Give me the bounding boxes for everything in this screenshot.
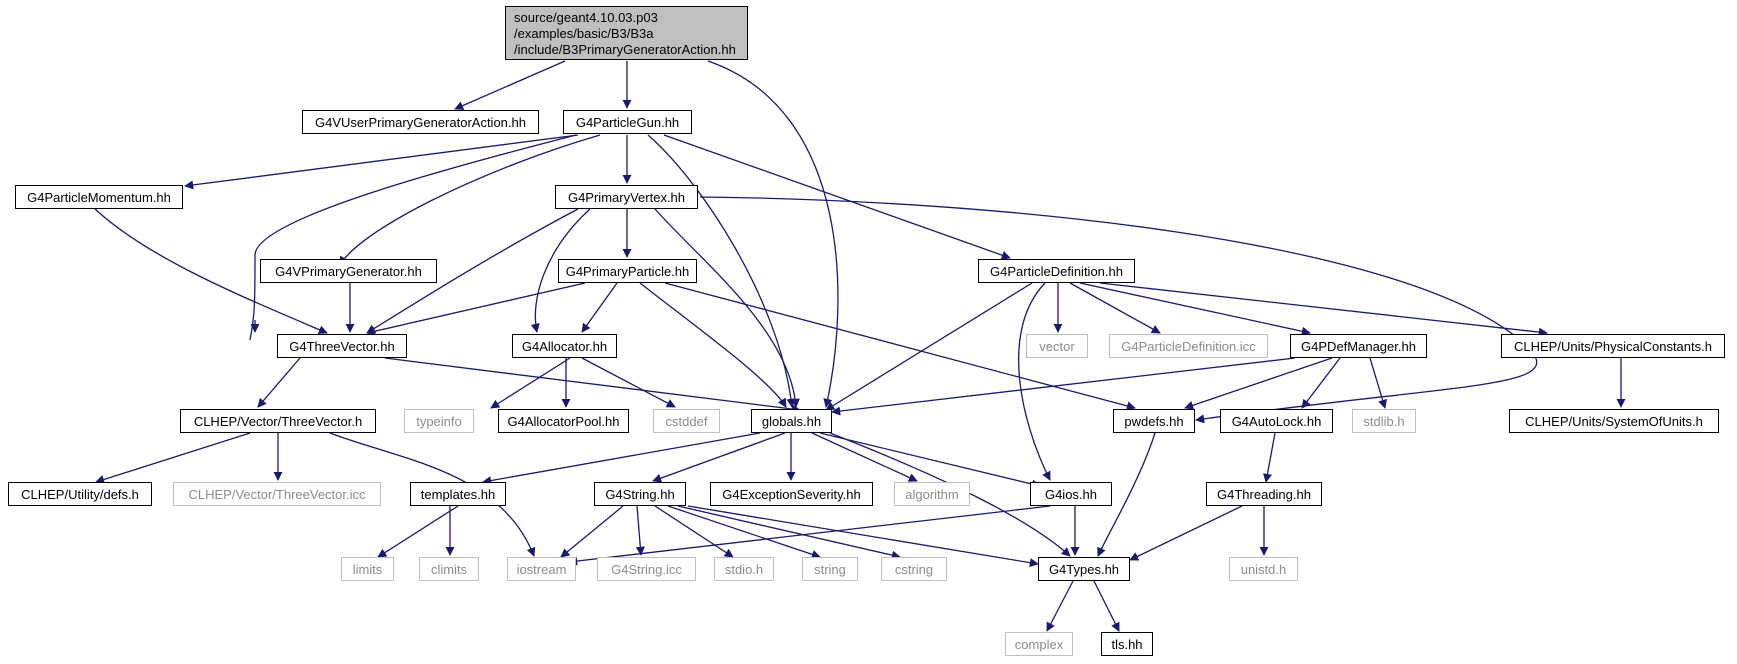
dependency-edge — [184, 134, 579, 190]
dependency-edge — [652, 432, 786, 483]
dependency-edge — [560, 505, 624, 558]
dependency-edge — [366, 282, 586, 336]
root-line-2: /examples/basic/B3/B3a — [514, 26, 654, 41]
node-vector[interactable]: vector — [1026, 334, 1088, 358]
node-particlegun[interactable]: G4ParticleGun.hh — [563, 110, 692, 134]
dependency-edge — [530, 208, 591, 333]
node-pwdefs[interactable]: pwdefs.hh — [1113, 409, 1195, 433]
dependency-edge — [1093, 580, 1120, 632]
node-iostream[interactable]: iostream — [507, 557, 576, 581]
dependency-edge — [377, 505, 459, 558]
dependency-edge — [250, 134, 577, 340]
node-autolock[interactable]: G4AutoLock.hh — [1220, 409, 1333, 433]
dependency-edge — [366, 208, 579, 334]
node-primaryparticle[interactable]: G4PrimaryParticle.hh — [558, 259, 697, 283]
dependency-edge — [454, 60, 566, 110]
dependency-edge — [1301, 357, 1341, 409]
dependency-edge — [1018, 282, 1051, 481]
dependency-edge — [699, 196, 1538, 424]
node-vprimarygenerator[interactable]: G4VPrimaryGenerator.hh — [260, 259, 437, 283]
dependency-edge — [654, 505, 734, 558]
dependency-edge — [581, 357, 676, 408]
node-clhep-threevector[interactable]: CLHEP/Vector/ThreeVector.h — [180, 409, 376, 433]
node-algorithm[interactable]: algorithm — [894, 482, 970, 506]
node-threading[interactable]: G4Threading.hh — [1206, 482, 1322, 506]
node-particledefinition[interactable]: G4ParticleDefinition.hh — [978, 259, 1135, 283]
dependency-edge — [339, 134, 601, 266]
node-stdio[interactable]: stdio.h — [714, 557, 774, 581]
dependency-edge — [329, 432, 536, 557]
dependency-edge — [482, 432, 761, 486]
dependency-edge — [647, 134, 796, 408]
node-vuserprimarygeneratoraction[interactable]: G4VUserPrimaryGeneratorAction.hh — [302, 110, 539, 134]
dependency-edge — [1046, 580, 1074, 632]
dependency-edge — [568, 505, 1051, 566]
dependency-edge — [831, 357, 1296, 416]
dependency-edge — [811, 432, 918, 482]
node-g4types[interactable]: G4Types.hh — [1038, 557, 1130, 581]
dependency-edge — [1099, 282, 1548, 337]
node-allocatorpool[interactable]: G4AllocatorPool.hh — [498, 409, 629, 433]
root-line-1: source/geant4.10.03.p03 — [514, 10, 658, 25]
node-cstring[interactable]: cstring — [881, 557, 947, 581]
graph-edges — [94, 60, 1626, 632]
node-physicalconstants[interactable]: CLHEP/Units/PhysicalConstants.h — [1501, 334, 1725, 358]
node-particledefinition-icc[interactable]: G4ParticleDefinition.icc — [1109, 334, 1268, 358]
dependency-edge — [95, 432, 251, 484]
dependency-edge — [819, 432, 1041, 489]
node-cstddef[interactable]: cstddef — [653, 409, 720, 433]
node-stdlib[interactable]: stdlib.h — [1352, 409, 1416, 433]
dependency-edge — [677, 505, 901, 560]
node-primaryvertex[interactable]: G4PrimaryVertex.hh — [555, 185, 698, 209]
dependency-edge — [654, 208, 800, 408]
dependency-edge — [1184, 357, 1333, 410]
dependency-edge — [639, 282, 787, 408]
dependency-edge — [664, 282, 1136, 411]
dependency-edge — [667, 505, 821, 559]
dependency-edge — [635, 505, 645, 556]
node-limits[interactable]: limits — [341, 557, 394, 581]
node-tls[interactable]: tls.hh — [1101, 632, 1153, 656]
dependency-edge — [384, 357, 801, 414]
node-systemofunits[interactable]: CLHEP/Units/SystemOfUnits.h — [1509, 409, 1719, 433]
dependency-edge — [687, 505, 1039, 568]
dependency-edge — [829, 432, 1071, 557]
dependency-edge — [825, 282, 1033, 411]
node-allocator[interactable]: G4Allocator.hh — [512, 334, 617, 358]
node-g4string[interactable]: G4String.hh — [594, 482, 686, 506]
node-utility-defs[interactable]: CLHEP/Utility/defs.h — [8, 482, 152, 506]
dependency-edge — [1079, 282, 1311, 336]
node-g4string-icc[interactable]: G4String.icc — [597, 557, 696, 581]
dependency-edge — [707, 60, 839, 408]
dependency-edge — [1129, 505, 1243, 561]
dependency-edge — [1263, 432, 1276, 483]
dependency-edge — [257, 357, 301, 408]
dependency-edge — [94, 208, 328, 334]
node-clhep-threevector-icc[interactable]: CLHEP/Vector/ThreeVector.icc — [173, 482, 381, 506]
dependency-edge — [1369, 357, 1388, 409]
node-globals[interactable]: globals.hh — [751, 409, 832, 433]
node-threevector[interactable]: G4ThreeVector.hh — [277, 334, 407, 358]
dependency-edge — [1097, 432, 1156, 557]
dependency-edge — [663, 134, 1011, 260]
node-g4ios[interactable]: G4ios.hh — [1030, 482, 1112, 506]
dependency-edge — [581, 282, 618, 333]
node-particlemomentum[interactable]: G4ParticleMomentum.hh — [15, 185, 183, 209]
node-unistd[interactable]: unistd.h — [1229, 557, 1298, 581]
node-typeinfo[interactable]: typeinfo — [404, 409, 474, 433]
node-exceptionseverity[interactable]: G4ExceptionSeverity.hh — [710, 482, 873, 506]
node-templates[interactable]: templates.hh — [410, 482, 506, 506]
root-file-node[interactable]: source/geant4.10.03.p03 /examples/basic/… — [505, 6, 748, 60]
node-climits[interactable]: climits — [419, 557, 479, 581]
root-line-3: /include/B3PrimaryGeneratorAction.hh — [514, 42, 736, 57]
dependency-edge — [1069, 282, 1161, 334]
node-pdefmanager[interactable]: G4PDefManager.hh — [1290, 334, 1427, 358]
node-complex[interactable]: complex — [1005, 632, 1073, 656]
dependency-edge — [490, 357, 571, 409]
node-string[interactable]: string — [802, 557, 858, 581]
